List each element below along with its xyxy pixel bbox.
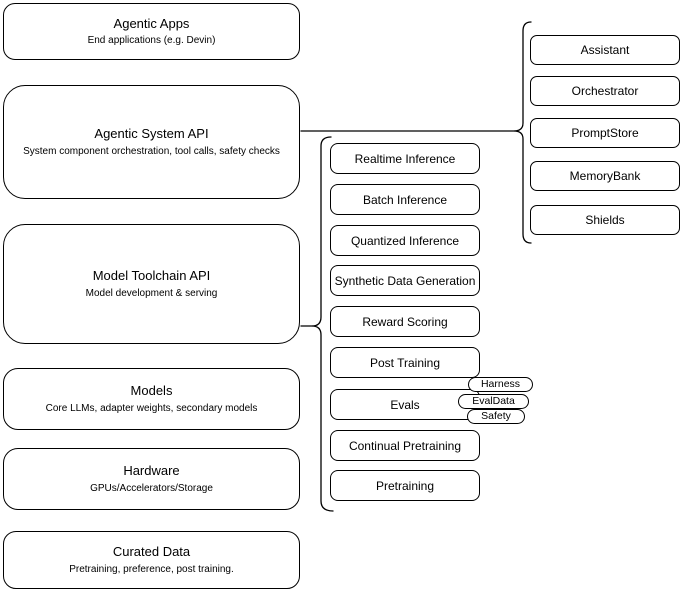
node-synthetic-data-generation: Synthetic Data Generation <box>330 265 480 296</box>
tag-safety: Safety <box>467 409 525 424</box>
tag-harness: Harness <box>468 377 533 392</box>
node-title: Hardware <box>123 463 180 479</box>
node-realtime-inference: Realtime Inference <box>330 143 480 174</box>
node-models: Models Core LLMs, adapter weights, secon… <box>3 368 300 430</box>
node-quantized-inference: Quantized Inference <box>330 225 480 256</box>
tag-evaldata: EvalData <box>458 394 529 409</box>
node-agentic-system-api: Agentic System API System component orch… <box>3 85 300 199</box>
node-subtitle: End applications (e.g. Devin) <box>87 35 216 47</box>
node-subtitle: System component orchestration, tool cal… <box>23 145 280 157</box>
node-title: Agentic Apps <box>113 15 190 31</box>
node-title: Curated Data <box>112 544 191 560</box>
right-column-brace <box>513 21 532 244</box>
node-title: Models <box>130 383 173 399</box>
node-hardware: Hardware GPUs/Accelerators/Storage <box>3 448 300 510</box>
node-promptstore: PromptStore <box>530 118 680 148</box>
node-batch-inference: Batch Inference <box>330 184 480 215</box>
node-reward-scoring: Reward Scoring <box>330 306 480 337</box>
node-post-training: Post Training <box>330 347 480 378</box>
node-model-toolchain-api: Model Toolchain API Model development & … <box>3 224 300 344</box>
node-shields: Shields <box>530 205 680 235</box>
node-pretraining: Pretraining <box>330 470 480 501</box>
node-subtitle: Pretraining, preference, post training. <box>69 563 234 575</box>
node-assistant: Assistant <box>530 35 680 65</box>
node-evals: Evals <box>330 389 480 420</box>
node-agentic-apps: Agentic Apps End applications (e.g. Devi… <box>3 3 300 60</box>
node-subtitle: Core LLMs, adapter weights, secondary mo… <box>45 402 258 414</box>
node-title: Agentic System API <box>94 126 209 142</box>
node-subtitle: GPUs/Accelerators/Storage <box>90 482 213 494</box>
node-curated-data: Curated Data Pretraining, preference, po… <box>3 531 300 589</box>
middle-column-brace <box>311 136 334 512</box>
node-continual-pretraining: Continual Pretraining <box>330 430 480 461</box>
node-title: Model Toolchain API <box>92 268 211 284</box>
node-orchestrator: Orchestrator <box>530 76 680 106</box>
node-memorybank: MemoryBank <box>530 161 680 191</box>
node-subtitle: Model development & serving <box>85 287 218 299</box>
